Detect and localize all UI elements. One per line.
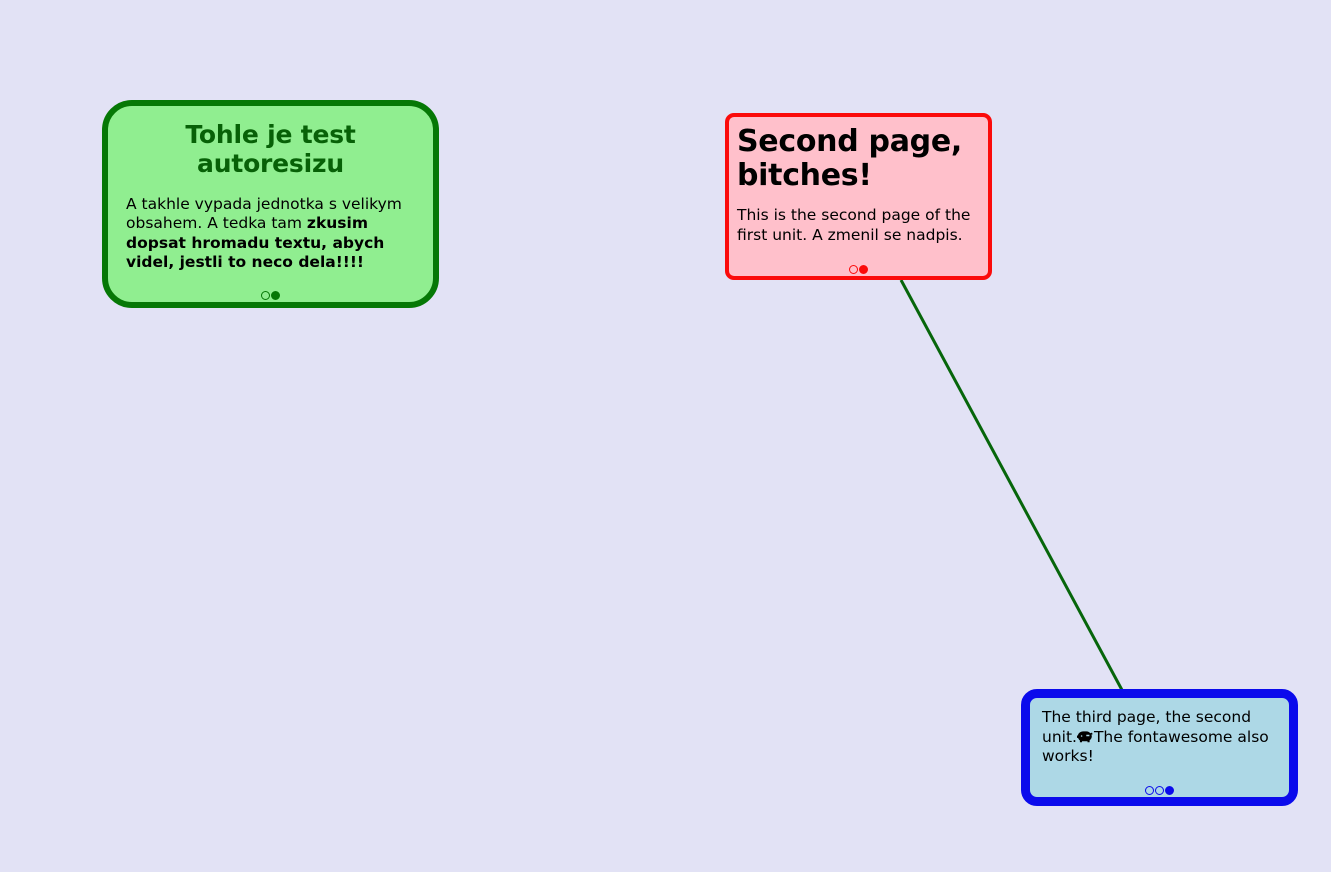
piggy-bank-icon — [1076, 730, 1094, 748]
card-green-page-dots[interactable] — [108, 291, 433, 300]
page-dot-active[interactable] — [859, 265, 868, 274]
card-blue-body-after-icon: The fontawesome also works! — [1042, 727, 1269, 766]
page-dot[interactable] — [1155, 786, 1164, 795]
page-dot[interactable] — [849, 265, 858, 274]
page-dot[interactable] — [261, 291, 270, 300]
card-red-page-dots[interactable] — [729, 265, 988, 274]
red-to-blue-connector-line[interactable] — [899, 279, 1124, 691]
card-blue-body: The third page, the second unit. The fon… — [1042, 708, 1275, 767]
card-green-body: A takhle vypada jednotka s velikym obsah… — [126, 195, 415, 273]
card-red[interactable]: Second page, bitches! This is the second… — [725, 113, 992, 280]
card-red-body: This is the second page of the first uni… — [737, 206, 971, 244]
card-green-body-normal: A takhle vypada jednotka s velikym obsah… — [126, 194, 402, 233]
card-blue-body-before-icon: The third page, the second unit. — [1042, 708, 1252, 746]
page-dot[interactable] — [1145, 786, 1154, 795]
card-blue[interactable]: The third page, the second unit. The fon… — [1021, 689, 1298, 806]
card-red-title: Second page, bitches! — [737, 124, 962, 193]
card-green-title: Tohle je test autoresizu — [185, 120, 356, 179]
page-dot-active[interactable] — [1165, 786, 1174, 795]
card-green-body-bold: zkusim dopsat hromadu textu, abych videl… — [126, 214, 385, 272]
card-green[interactable]: Tohle je test autoresizu A takhle vypada… — [102, 100, 439, 308]
page-dot-active[interactable] — [271, 291, 280, 300]
card-blue-page-dots[interactable] — [1030, 786, 1289, 795]
